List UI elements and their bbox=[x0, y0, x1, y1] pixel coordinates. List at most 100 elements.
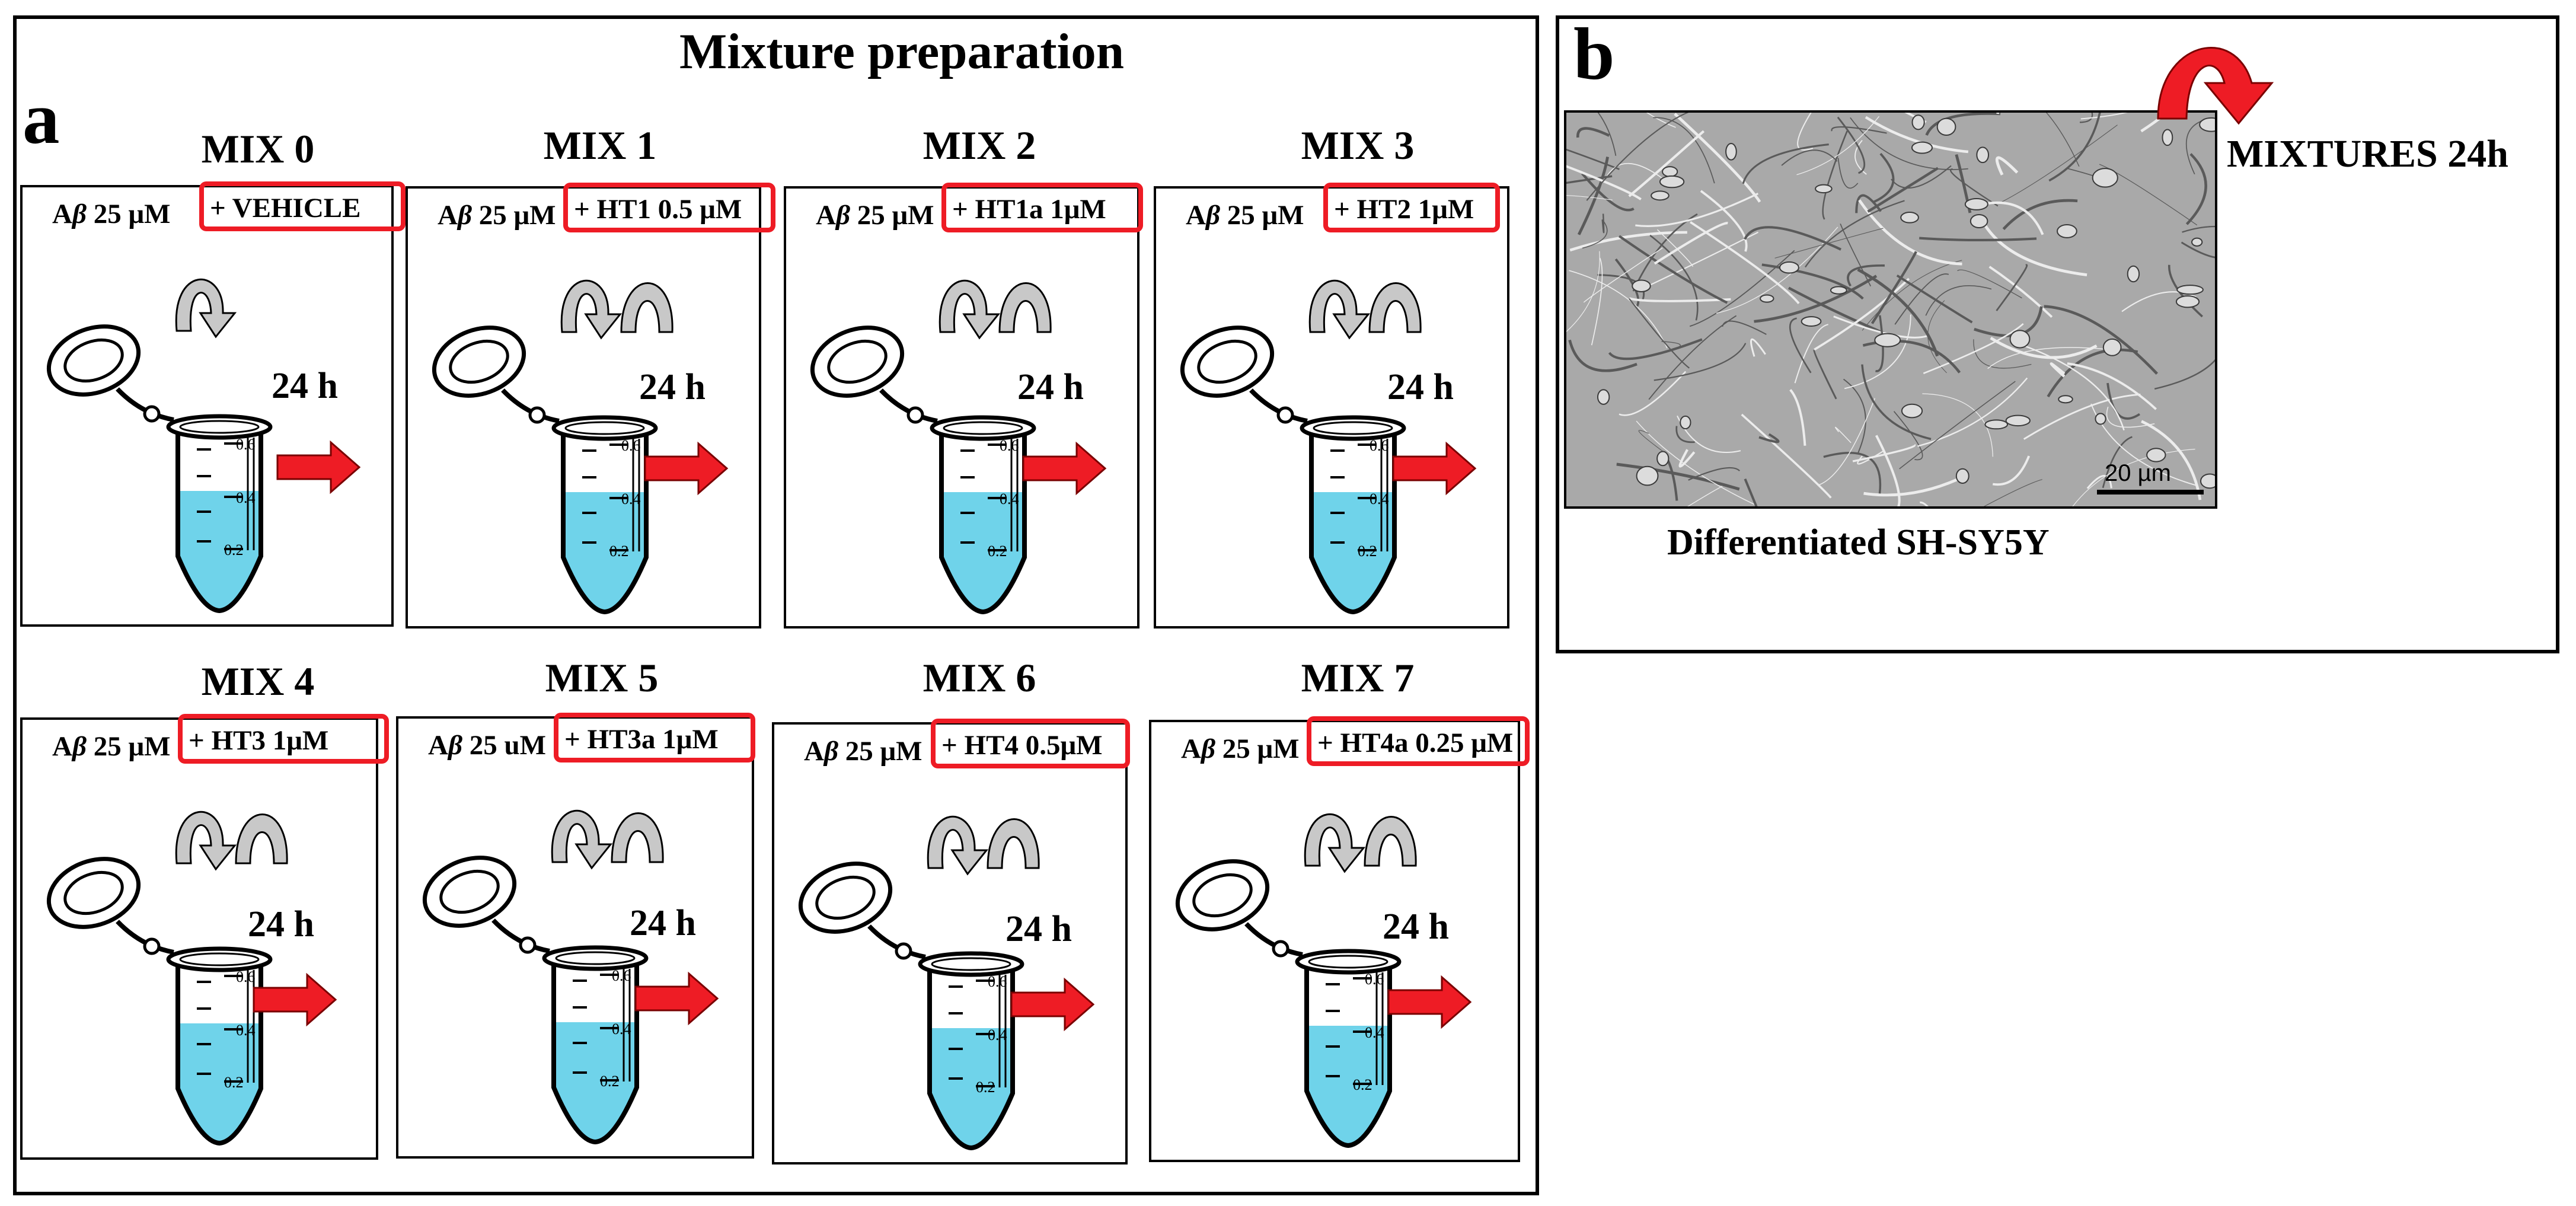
tube-mark-0.6: 0.6 bbox=[621, 437, 641, 454]
incubation-time: 24 h bbox=[248, 904, 314, 945]
tube-mark-0.6: 0.6 bbox=[988, 973, 1007, 990]
tube-mark-0.2: 0.2 bbox=[224, 541, 244, 559]
red-arrow-icon bbox=[644, 441, 729, 496]
tube-lid-icon bbox=[422, 856, 550, 954]
tube-body: 0.6 0.4 0.2 bbox=[551, 415, 658, 615]
mixing-arrow-icon bbox=[560, 279, 673, 340]
mixing-arrow-icon bbox=[175, 811, 288, 871]
tube-mark-0.2: 0.2 bbox=[988, 543, 1007, 560]
mix-card: Aβ 25 μM + VEHICLE bbox=[20, 181, 406, 627]
red-arrow-icon bbox=[276, 440, 361, 494]
micrograph-caption: Differentiated SH-SY5Y bbox=[1667, 522, 2050, 563]
tube-mark-0.6: 0.6 bbox=[1370, 437, 1389, 454]
tube-mark-0.4: 0.4 bbox=[621, 490, 641, 508]
tube-body: 0.6 0.4 0.2 bbox=[918, 951, 1024, 1151]
reagent-addition: + HT4a 0.25 μM bbox=[1307, 716, 1530, 766]
reagent-base: Aβ 25 μM bbox=[1181, 733, 1300, 764]
tube-illustration: 0.6 0.4 0.2 bbox=[46, 811, 337, 1146]
mix-label: MIX 3 bbox=[1301, 123, 1415, 168]
tube-mark-0.6: 0.6 bbox=[612, 967, 631, 984]
tube-mark-0.4: 0.4 bbox=[1370, 490, 1389, 508]
tube-mark-0.4: 0.4 bbox=[236, 1022, 256, 1039]
red-arrow-icon bbox=[634, 971, 719, 1026]
tube-body: 0.6 0.4 0.2 bbox=[930, 415, 1036, 615]
tube-illustration: 0.6 0.4 0.2 bbox=[798, 815, 1095, 1151]
reagent-base: Aβ 25 μM bbox=[804, 736, 922, 767]
mix-label: MIX 5 bbox=[545, 655, 659, 700]
red-arrow-icon bbox=[1387, 975, 1472, 1029]
mixing-arrow-icon bbox=[1304, 813, 1417, 873]
mixing-arrow-icon bbox=[551, 809, 664, 870]
tube-mark-0.4: 0.4 bbox=[988, 1026, 1007, 1044]
tube-mark-0.2: 0.2 bbox=[976, 1079, 995, 1096]
micrograph-image bbox=[1566, 113, 2215, 506]
reagent-base: Aβ 25 μM bbox=[438, 200, 556, 231]
tube-illustration: 0.6 0.4 0.2 bbox=[422, 809, 719, 1145]
mix-card: Aβ 25 μM + HT2 1μM bbox=[1154, 183, 1509, 628]
tube-mark-0.6: 0.6 bbox=[236, 968, 256, 985]
panel-b-frame bbox=[1556, 15, 2559, 653]
tube-lid-icon bbox=[46, 857, 174, 955]
scale-bar bbox=[2097, 490, 2204, 494]
tube-body: 0.6 0.4 0.2 bbox=[542, 945, 649, 1145]
reagent-addition: + HT1 0.5 μM bbox=[563, 183, 775, 232]
panel-a-letter: a bbox=[23, 78, 60, 159]
tube-mark-0.6: 0.6 bbox=[1000, 437, 1019, 454]
reagent-base: Aβ 25 uM bbox=[428, 730, 547, 761]
reagent-addition: + HT1a 1μM bbox=[941, 183, 1143, 232]
mix-card: Aβ 25 μM + HT1 0.5 μM bbox=[406, 183, 775, 628]
incubation-time: 24 h bbox=[1005, 909, 1072, 949]
incubation-time: 24 h bbox=[1383, 907, 1449, 947]
micrograph: 20 µm bbox=[1564, 110, 2217, 509]
tube-lid-icon bbox=[1180, 326, 1308, 424]
tube-illustration: 0.6 0.4 0.2 bbox=[810, 279, 1107, 615]
incubation-time: 24 h bbox=[1017, 367, 1084, 407]
incubation-time: 24 h bbox=[1387, 367, 1454, 407]
mix-label: MIX 1 bbox=[543, 123, 657, 168]
tube-lid-icon bbox=[46, 324, 174, 423]
tube-lid-icon bbox=[798, 862, 926, 960]
mix-card: Aβ 25 uM + HT3a 1μM bbox=[396, 713, 755, 1159]
tube-mark-0.4: 0.4 bbox=[236, 489, 256, 506]
reagent-addition: + HT4 0.5μM bbox=[931, 719, 1130, 768]
panel-a-title: Mixture preparation bbox=[679, 24, 1124, 79]
tube-lid-icon bbox=[810, 326, 938, 424]
tube-mark-0.4: 0.4 bbox=[1365, 1024, 1384, 1041]
reagent-addition: + HT3a 1μM bbox=[554, 713, 755, 762]
tube-mark-0.2: 0.2 bbox=[600, 1073, 620, 1090]
red-arrow-icon bbox=[1392, 441, 1477, 496]
reagent-base: Aβ 25 μM bbox=[816, 200, 934, 231]
panel-a-frame bbox=[13, 15, 1539, 1195]
mix-card: Aβ 25 μM + HT4 0.5μM bbox=[772, 719, 1130, 1164]
scale-bar-label: 20 µm bbox=[2105, 460, 2171, 486]
tube-body: 0.6 0.4 0.2 bbox=[166, 414, 273, 614]
tube-mark-0.4: 0.4 bbox=[612, 1020, 631, 1038]
tube-illustration: 0.6 0.4 0.2 bbox=[46, 278, 361, 614]
mix-label: MIX 0 bbox=[201, 126, 315, 171]
curved-arrow-icon bbox=[2157, 46, 2274, 125]
tube-illustration: 0.6 0.4 0.2 bbox=[432, 279, 729, 615]
tube-mark-0.6: 0.6 bbox=[1365, 971, 1384, 988]
tube-mark-0.2: 0.2 bbox=[1358, 543, 1377, 560]
mixtures-arrow bbox=[2157, 46, 2274, 125]
tube-body: 0.6 0.4 0.2 bbox=[1295, 949, 1402, 1148]
tube-mark-0.2: 0.2 bbox=[609, 543, 629, 560]
panel-b-letter: b bbox=[1573, 14, 1615, 95]
reagent-base: Aβ 25 μM bbox=[52, 731, 171, 762]
mixing-arrow-icon bbox=[175, 278, 237, 339]
tube-mark-0.4: 0.4 bbox=[1000, 490, 1019, 508]
red-arrow-icon bbox=[1010, 977, 1095, 1032]
reagent-addition: + HT3 1μM bbox=[178, 714, 389, 764]
mix-label: MIX 7 bbox=[1301, 655, 1415, 700]
mixtures-label: MIXTURES 24h bbox=[2227, 132, 2508, 176]
incubation-time: 24 h bbox=[630, 903, 696, 943]
tube-body: 0.6 0.4 0.2 bbox=[1300, 415, 1406, 615]
reagent-addition: + VEHICLE bbox=[199, 181, 406, 231]
red-arrow-icon bbox=[1022, 441, 1107, 496]
tube-mark-0.2: 0.2 bbox=[1353, 1076, 1372, 1093]
mixing-arrow-icon bbox=[1308, 279, 1422, 340]
mix-label: MIX 6 bbox=[922, 655, 1036, 700]
mix-card: Aβ 25 μM + HT3 1μM bbox=[20, 714, 389, 1160]
mix-label: MIX 2 bbox=[922, 123, 1036, 168]
tube-mark-0.6: 0.6 bbox=[236, 436, 256, 453]
